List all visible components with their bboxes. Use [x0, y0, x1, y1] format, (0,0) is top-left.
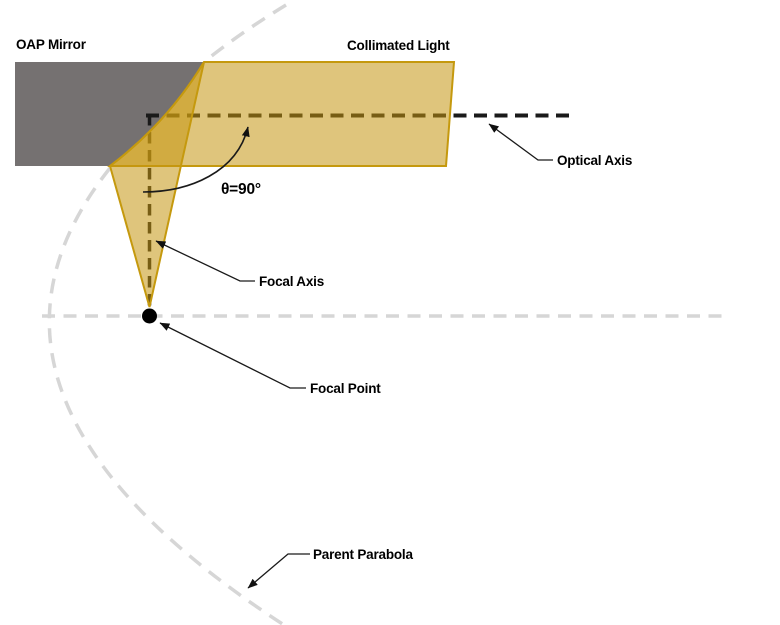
collimated-light-label: Collimated Light — [347, 38, 450, 53]
mirror-body — [15, 62, 204, 166]
focused-cone — [108, 61, 205, 308]
parent-parabola-leader-arrow — [247, 553, 310, 589]
angle-arc — [142, 126, 250, 193]
angle-label: θ=90° — [221, 181, 261, 198]
focal-point-leader-arrow — [159, 322, 306, 389]
parent-parabola-label: Parent Parabola — [313, 547, 413, 562]
focal-point-dot — [142, 308, 157, 324]
parent-parabola-curve-lower — [47, 166, 285, 625]
parent-parabola-curve-upper — [202, 3, 287, 64]
optical-axis-label: Optical Axis — [557, 153, 632, 168]
focal-axis-leader-arrow — [155, 240, 255, 282]
focal-axis-label: Focal Axis — [259, 274, 324, 289]
optical-axis-leader-arrow — [488, 123, 553, 161]
focal-point-label: Focal Point — [310, 381, 381, 396]
oap-mirror-label: OAP Mirror — [16, 37, 87, 52]
